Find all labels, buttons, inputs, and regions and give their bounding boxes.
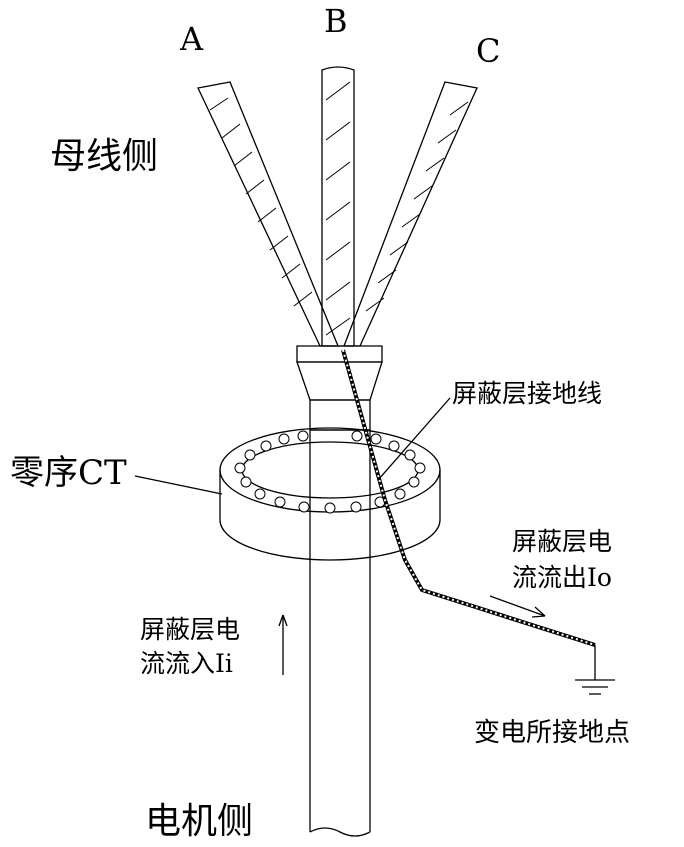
phase-b-cable [321,66,355,347]
binding-band [296,345,383,363]
zero-sequence-ct [219,427,441,561]
current-out-arrow-icon [489,595,546,618]
ground-icon [575,645,615,695]
phase-a-cable [197,81,339,347]
phase-c-label: C [476,32,500,70]
shield-ground-wire [341,349,596,647]
zero-seq-ct-label: 零序CT [10,453,127,493]
main-cable [309,429,371,837]
wire-leader-line [377,397,451,481]
bus-side-label: 母线侧 [50,136,158,177]
phase-c-cable [343,81,478,347]
current-in-arrow-icon [278,614,288,675]
motor-side-label: 电机侧 [145,801,253,842]
substation-ground-label: 变电所接地点 [474,718,630,748]
phase-a-label: A [179,20,204,58]
phase-b-label: B [324,2,348,40]
current-in-label-2: 流流入Ii [140,649,233,678]
current-in-label-1: 屏蔽层电 [140,615,240,644]
ct-leader-line [134,475,223,495]
current-out-label-2: 流流出Io [512,563,612,592]
cable-transition [296,361,383,401]
current-out-label-1: 屏蔽层电 [512,527,612,556]
shield-ground-wire-label: 屏蔽层接地线 [452,379,602,408]
